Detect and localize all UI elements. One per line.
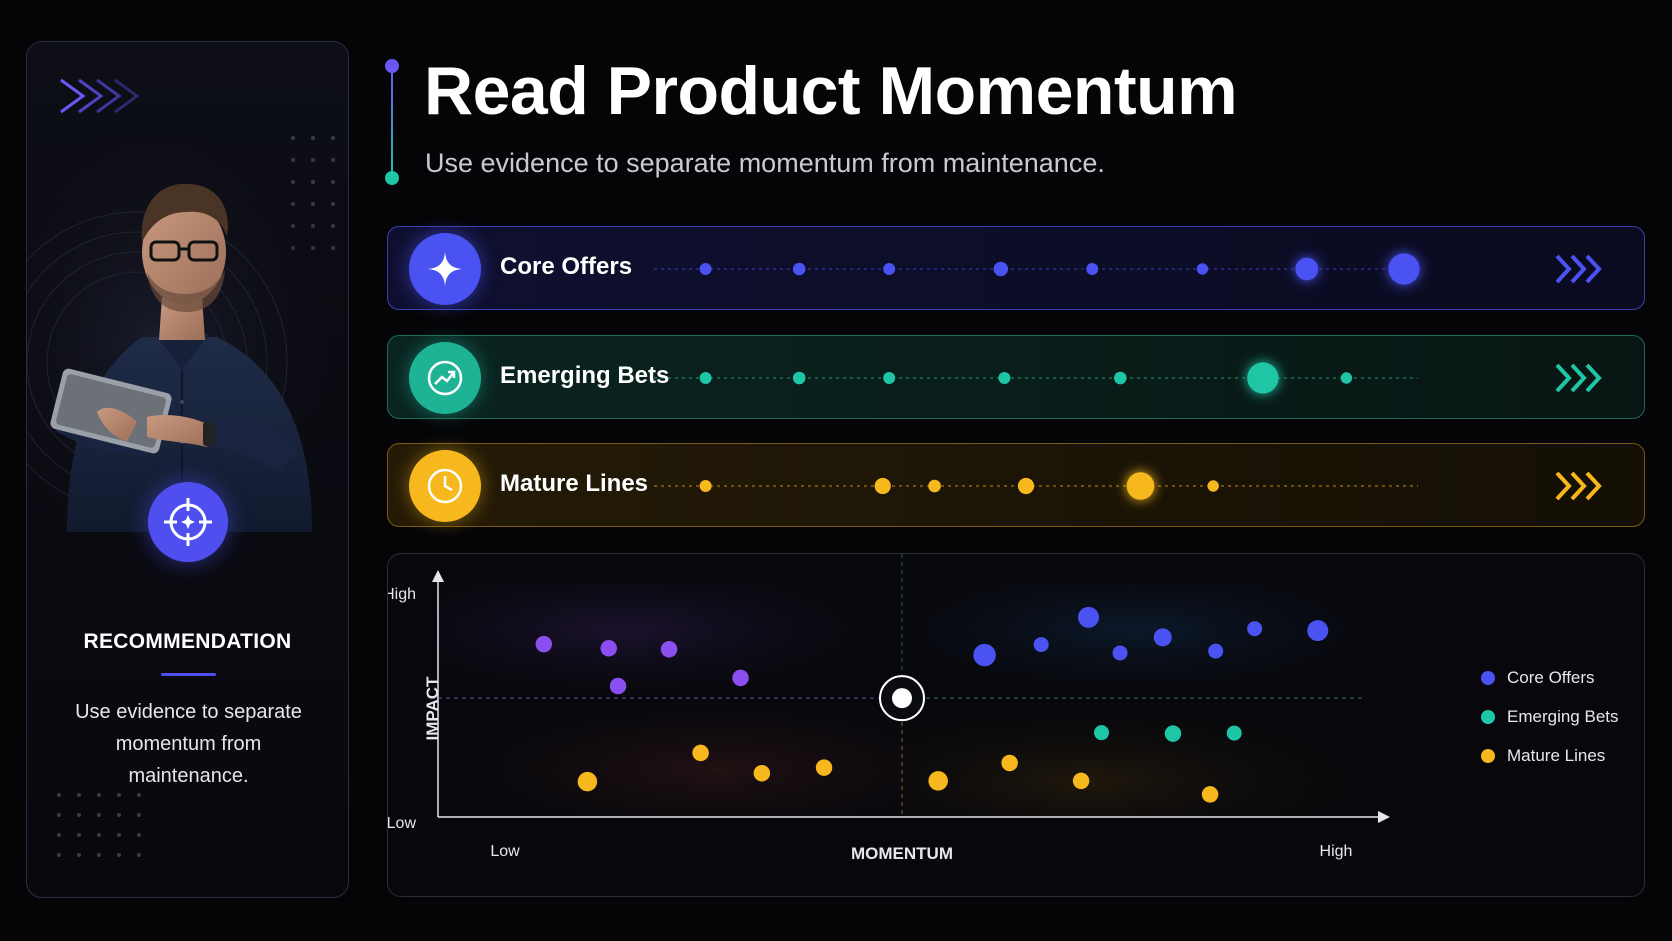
divider xyxy=(161,673,216,676)
quadrant xyxy=(902,584,1366,699)
row-track xyxy=(654,472,1418,500)
legend-item-core-offers: Core Offers xyxy=(1481,658,1619,697)
title-accent-line xyxy=(391,66,393,178)
row-dot xyxy=(1196,263,1209,275)
sparkle-icon xyxy=(409,233,481,305)
data-point xyxy=(609,677,627,695)
data-point xyxy=(1072,772,1090,790)
person-holding-tablet-illustration xyxy=(27,112,348,532)
row-dot xyxy=(1017,477,1035,495)
row-dot xyxy=(1126,472,1155,500)
row-label: Core Offers xyxy=(500,253,633,280)
row-track xyxy=(654,253,1420,285)
x-axis-arrow xyxy=(1378,811,1390,823)
row-emerging-bets: Emerging Bets xyxy=(387,335,1645,419)
data-point xyxy=(1112,645,1128,661)
center-marker-dot xyxy=(892,688,912,709)
row-dot xyxy=(998,372,1011,384)
row-dot xyxy=(883,372,896,384)
legend-label: Mature Lines xyxy=(1507,745,1606,765)
row-mature-lines: Mature Lines xyxy=(387,443,1645,527)
data-point xyxy=(973,643,996,667)
legend-item-mature-lines: Mature Lines xyxy=(1481,736,1619,775)
row-dot xyxy=(792,262,806,276)
row-dot xyxy=(883,263,896,275)
chevrons-icon xyxy=(60,78,140,114)
row-dot xyxy=(1207,480,1219,492)
data-point xyxy=(660,640,678,658)
row-track xyxy=(654,362,1418,394)
x-tick-label: Low xyxy=(490,843,520,860)
row-dot xyxy=(928,479,941,493)
y-tick-label: High xyxy=(388,586,416,603)
row-label: Emerging Bets xyxy=(500,362,670,389)
y-axis-title: IMPACT xyxy=(423,676,442,741)
data-point xyxy=(1226,725,1242,741)
data-point xyxy=(1247,621,1263,637)
data-point xyxy=(1153,628,1172,647)
title-accent-dot xyxy=(385,59,399,73)
data-point xyxy=(1164,725,1182,742)
row-dot xyxy=(1388,253,1420,285)
chart-legend: Core Offers Emerging Bets Mature Lines xyxy=(1481,658,1619,775)
data-point xyxy=(535,635,553,653)
legend-swatch xyxy=(1481,709,1495,724)
row-dot xyxy=(1295,257,1319,281)
data-point xyxy=(928,771,948,791)
recommendation-title: RECOMMENDATION xyxy=(83,630,292,653)
row-dot xyxy=(792,371,806,385)
quadrant xyxy=(438,698,902,817)
row-label: Mature Lines xyxy=(500,470,649,497)
row-dot xyxy=(993,261,1008,277)
row-dot xyxy=(1114,371,1127,385)
legend-item-emerging-bets: Emerging Bets xyxy=(1481,697,1619,736)
legend-swatch xyxy=(1481,670,1495,685)
data-point xyxy=(815,759,833,776)
crosshair-icon xyxy=(148,482,228,562)
legend-label: Emerging Bets xyxy=(1507,706,1619,726)
y-axis-arrow xyxy=(432,570,444,582)
clock-icon xyxy=(409,450,481,522)
row-dot xyxy=(1340,372,1353,384)
data-point xyxy=(753,764,771,782)
legend-label: Core Offers xyxy=(1507,667,1595,687)
legend-swatch xyxy=(1481,748,1495,763)
title-accent-dot xyxy=(385,171,399,185)
recommendation-text: Use evidence to separate momentum from m… xyxy=(75,701,302,787)
dot-grid-decoration xyxy=(57,793,141,857)
data-point xyxy=(1201,786,1219,803)
chevrons-icon xyxy=(1555,471,1602,501)
recommendation-panel: RECOMMENDATION Use evidence to separate … xyxy=(26,41,349,898)
row-dot xyxy=(1086,263,1099,275)
quadrant xyxy=(902,698,1366,817)
data-point xyxy=(732,669,749,687)
data-point xyxy=(1094,725,1110,741)
chevrons-icon xyxy=(1555,254,1602,284)
row-dot xyxy=(699,480,712,492)
page-subtitle: Use evidence to separate momentum from m… xyxy=(425,148,1105,178)
data-point xyxy=(1033,637,1049,653)
data-point xyxy=(1078,606,1100,628)
row-core-offers: Core Offers xyxy=(387,226,1645,310)
data-point xyxy=(1307,620,1329,642)
row-dot xyxy=(874,477,891,495)
x-axis-title: MOMENTUM xyxy=(851,844,953,863)
row-dot xyxy=(699,263,712,275)
row-dot xyxy=(699,372,712,384)
momentum-impact-chart: HighLowLowHighMOMENTUMIMPACT Core Offers… xyxy=(387,553,1645,897)
scatter-plot: HighLowLowHighMOMENTUMIMPACT xyxy=(388,554,1390,863)
x-tick-label: High xyxy=(1320,843,1353,860)
chevrons-icon xyxy=(1555,363,1602,393)
page-title: Read Product Momentum xyxy=(424,53,1238,129)
data-point xyxy=(1208,643,1224,659)
data-point xyxy=(692,744,709,762)
data-point xyxy=(600,640,618,657)
row-dot xyxy=(1247,362,1279,394)
y-tick-label: Low xyxy=(388,815,416,832)
trend-up-icon xyxy=(409,342,481,414)
data-point xyxy=(1001,754,1018,772)
data-point xyxy=(577,771,598,792)
